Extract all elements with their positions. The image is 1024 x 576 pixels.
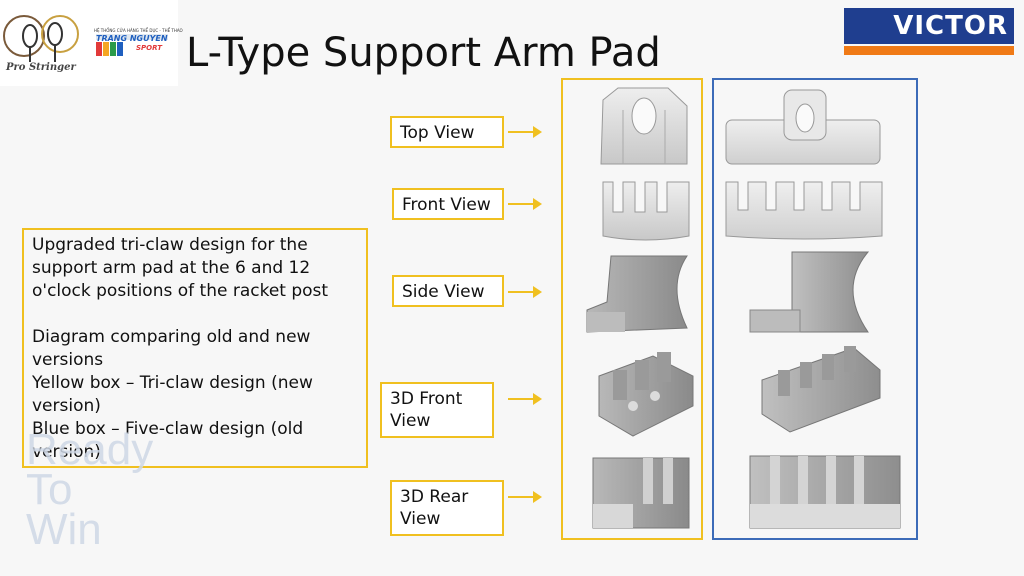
- pro-stringer-logo: [3, 15, 168, 62]
- description-line-1: Upgraded tri-claw design for the support…: [32, 235, 329, 301]
- watermark-line-1: Ready: [26, 425, 154, 474]
- five-claw-3d-front-view: [761, 346, 881, 433]
- tri-claw-3d-rear-view: [592, 457, 690, 529]
- tri-claw-side-view: [586, 255, 688, 333]
- victor-logo-bar: [844, 46, 1014, 55]
- arrow-3d-rear-view: [508, 491, 542, 503]
- description-line-4: Blue box – Five-claw design (old version…: [32, 419, 304, 462]
- description-box: Upgraded tri-claw design for the support…: [22, 228, 368, 468]
- arrow-side-view: [508, 286, 542, 298]
- five-claw-renders: [725, 89, 901, 529]
- ready-to-win-watermark: Ready To Win: [26, 425, 154, 554]
- tri-claw-front-view: [602, 181, 690, 241]
- old-version-box: [712, 78, 918, 540]
- page-title: L-Type Support Arm Pad: [186, 30, 661, 76]
- arrow-3d-front-view: [508, 393, 542, 405]
- label-3d-front-view: 3D Front View: [380, 382, 494, 438]
- store-sub: SPORT: [136, 44, 162, 52]
- pro-stringer-text: Pro Stringer: [6, 62, 76, 73]
- tri-claw-renders: [586, 87, 694, 529]
- five-claw-3d-rear-view: [749, 455, 901, 529]
- victor-logo: VICTOR: [844, 8, 1014, 56]
- description-line-3: Yellow box – Tri-claw design (new versio…: [32, 373, 313, 416]
- arrow-top-view: [508, 126, 542, 138]
- description-line-2: Diagram comparing old and new versions: [32, 327, 311, 370]
- store-name: TRANG NGUYEN: [96, 34, 168, 43]
- label-3d-rear-view: 3D Rear View: [390, 480, 504, 536]
- label-front-view: Front View: [392, 188, 504, 220]
- tri-claw-3d-front-view: [598, 352, 694, 437]
- sponsor-logos: Pro Stringer HỆ THỐNG CỬA HÀNG THỂ DỤC -…: [0, 0, 183, 86]
- five-claw-side-view: [749, 251, 870, 333]
- arrow-front-view: [508, 198, 542, 210]
- watermark-line-2: To: [26, 465, 73, 514]
- tri-claw-top-view: [600, 87, 688, 165]
- five-claw-front-view: [725, 181, 883, 240]
- watermark-line-3: Win: [26, 505, 102, 554]
- store-tagline: HỆ THỐNG CỬA HÀNG THỂ DỤC - THỂ THAO: [94, 28, 183, 33]
- label-top-view: Top View: [390, 116, 504, 148]
- new-version-box: [561, 78, 703, 540]
- label-side-view: Side View: [392, 275, 504, 307]
- victor-logo-text: VICTOR: [844, 8, 1014, 44]
- five-claw-top-view: [725, 89, 881, 165]
